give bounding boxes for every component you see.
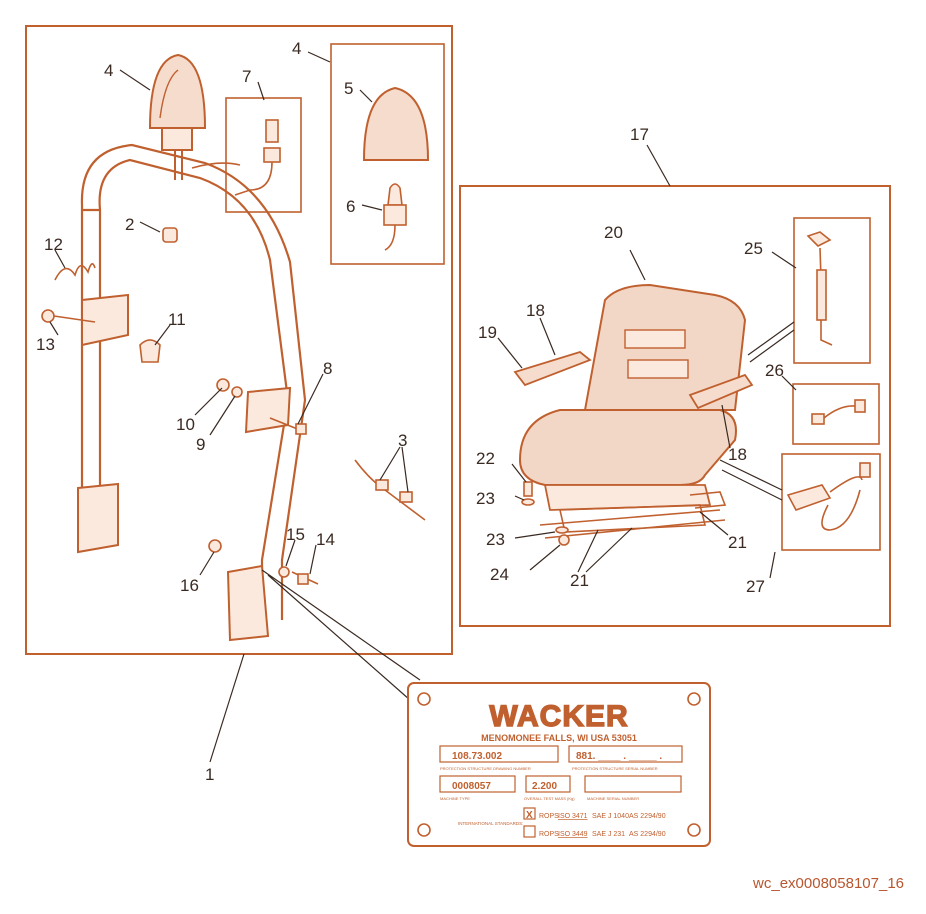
callout-4b: 4 <box>292 39 301 58</box>
leader-lines <box>49 51 797 763</box>
callout-7: 7 <box>242 67 251 86</box>
bolt-part-8 <box>269 417 307 435</box>
rollbar-left-bracket <box>81 293 129 347</box>
rops-plate: WACKER MENOMONEE FALLS, WI USA 53051 108… <box>407 682 711 847</box>
rollbar-right-foot-plate <box>226 564 270 642</box>
callout-1: 1 <box>205 765 214 784</box>
plate-address: MENOMONEE FALLS, WI USA 53051 <box>481 733 637 743</box>
callout-3: 3 <box>398 431 407 450</box>
callout-17: 17 <box>630 125 649 144</box>
seat-assembly <box>513 283 754 539</box>
callout-18b: 18 <box>728 445 747 464</box>
callout-11: 11 <box>168 310 186 329</box>
plate-field4-value: 2.200 <box>532 781 557 792</box>
rollbar-left-foot-plate <box>77 482 119 554</box>
plate-field1-value: 108.73.002 <box>452 751 502 762</box>
part-27-box <box>781 453 881 551</box>
plate-standards-label: INTERNATIONAL STANDARDS: <box>458 821 523 826</box>
callout-18a: 18 <box>526 301 545 320</box>
plate-field5-caption: MACHINE SERIAL NUMBER <box>587 796 639 801</box>
plate-field2-value: 881. ____ . _____ . <box>576 751 662 762</box>
seat-group-frame <box>459 185 891 627</box>
callout-12: 12 <box>44 235 63 254</box>
bolt-part-13 <box>41 309 96 323</box>
callout-27: 27 <box>746 577 765 596</box>
gas-strut-part-25 <box>806 231 833 346</box>
plate-row1-check: X <box>526 810 533 821</box>
washer-part-9 <box>231 386 243 398</box>
plate-field3-value: 0008057 <box>452 781 491 792</box>
callout-2: 2 <box>125 215 134 234</box>
plate-row1-iso: ISO 3471 <box>558 813 588 820</box>
callout-23b: 23 <box>486 530 505 549</box>
callout-23a: 23 <box>476 489 495 508</box>
callout-10: 10 <box>176 415 195 434</box>
callout-4a: 4 <box>104 61 113 80</box>
bolt-part-22 <box>523 481 533 497</box>
washer-part-15 <box>278 566 290 578</box>
callout-20: 20 <box>604 223 623 242</box>
bolt-part-14 <box>291 571 319 585</box>
callout-25: 25 <box>744 239 763 258</box>
plate-row2-iso: ISO 3449 <box>558 831 588 838</box>
plate-field1-caption: PROTECTION STRUCTURE DRAWING NUMBER <box>440 766 531 771</box>
plate-field4-caption: OVERALL TEST MASS (Kg) <box>524 796 575 801</box>
callout-15: 15 <box>286 525 305 544</box>
callout-14: 14 <box>316 530 335 549</box>
plate-field3-caption: MACHINE TYPE <box>440 796 470 801</box>
plate-row2-as: AS 2294/90 <box>629 831 666 838</box>
cable-part-26 <box>811 399 866 425</box>
rollbar-right-bracket <box>244 386 292 434</box>
bulb-socket-part-6 <box>383 183 407 251</box>
nut-part-10 <box>216 378 230 392</box>
nut-part-16 <box>208 539 222 553</box>
beacon-lamp <box>148 53 207 180</box>
plate-row1-rops: ROPS <box>539 813 559 820</box>
spring-part-12 <box>54 263 96 281</box>
washers-part-23 <box>521 498 569 534</box>
nut-part-24 <box>558 534 570 546</box>
knob-part-11 <box>139 339 161 363</box>
plate-row2-rops: ROPS <box>539 831 559 838</box>
plate-field2-caption: PROTECTION STRUCTURE SERIAL NUMBER <box>572 766 658 771</box>
spring-part-2 <box>162 227 178 243</box>
callout-26: 26 <box>765 361 784 380</box>
wiring-harness-part-7 <box>234 119 281 196</box>
callout-21a: 21 <box>728 533 747 552</box>
callout-24: 24 <box>490 565 509 584</box>
callout-13: 13 <box>36 335 55 354</box>
plate-row1-sae: SAE J 1040 <box>592 813 629 820</box>
callout-21b: 21 <box>570 571 589 590</box>
plate-row2-sae: SAE J 231 <box>592 831 625 838</box>
lamp-lens-part-5 <box>362 86 430 161</box>
callout-6: 6 <box>346 197 355 216</box>
plate-brand-logo: WACKER <box>489 700 628 733</box>
drawing-reference-code: wc_ex0008058107_16 <box>753 875 904 892</box>
callout-8: 8 <box>323 359 332 378</box>
callout-16: 16 <box>180 576 199 595</box>
part-26-box <box>792 383 880 445</box>
callout-labels: 1 2 3 4 4 5 6 7 8 9 10 11 12 13 14 15 16… <box>36 39 784 784</box>
callout-5: 5 <box>344 79 353 98</box>
rollbar <box>80 143 307 620</box>
switch-part-27 <box>786 462 871 531</box>
part-25-box <box>793 217 871 364</box>
callout-19: 19 <box>478 323 497 342</box>
plate-row1-as: AS 2294/90 <box>629 813 666 820</box>
callout-22: 22 <box>476 449 495 468</box>
part-4-box <box>330 43 445 265</box>
callout-9: 9 <box>196 435 205 454</box>
wire-connectors-part-3 <box>354 459 426 521</box>
rollbar-group-frame <box>25 25 453 655</box>
